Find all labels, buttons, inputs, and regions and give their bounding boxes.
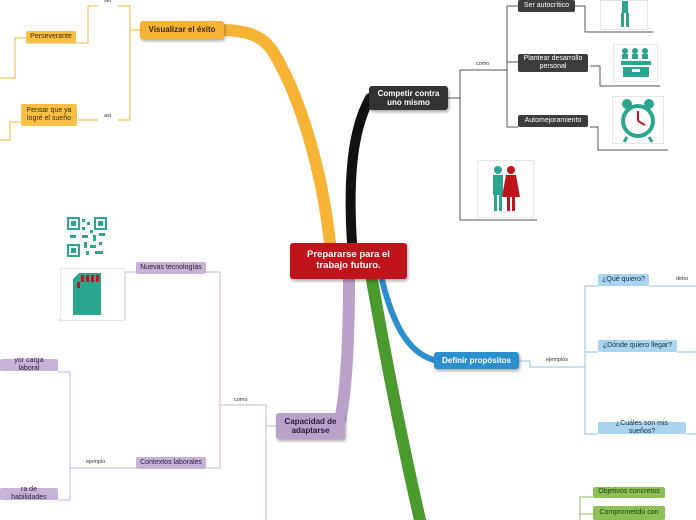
subtopic-nuevas-tecnologias-label: Nuevas tecnologías — [140, 263, 202, 271]
subtopic-que-quiero-label: ¿Qué quiero? — [602, 275, 645, 283]
green-connectors — [579, 496, 593, 520]
subtopic-plantear-desarrollo-label: Plantear desarrollo personal — [523, 54, 583, 70]
topic-visualizar-exito[interactable]: Visualizar el éxito — [140, 21, 224, 39]
link-label-asi: así — [104, 113, 112, 119]
subtopic-objetivos-concretos[interactable]: Objetivos concretos — [593, 487, 665, 498]
subtopic-mayor-carga-laboral-label: yor carga laboral — [14, 356, 44, 372]
subtopic-nuevas-tecnologias[interactable]: Nuevas tecnologías — [136, 262, 206, 274]
branch-line-purple — [334, 274, 355, 426]
sd-card-icon — [60, 268, 125, 321]
subtopic-perseverante-label: Perseverante — [30, 32, 72, 40]
link-label-como-competir: como — [476, 61, 490, 67]
subtopic-contextos-laborales-label: Contextos laborales — [140, 458, 202, 466]
topic-competir-label: Competir contra uno mismo — [377, 88, 440, 107]
branch-line-orange — [219, 24, 336, 249]
subtopic-comprometido[interactable]: Comprometido con — [593, 506, 665, 520]
subtopic-plantear-desarrollo[interactable]: Plantear desarrollo personal — [518, 54, 588, 72]
link-label-como-capacidad: como — [234, 397, 248, 403]
subtopic-contextos-laborales[interactable]: Contextos laborales — [136, 457, 206, 469]
subtopic-ser-autocritico-label: Ser autocrítico — [523, 1, 570, 9]
subtopic-pensar-sueno-label: Pensar que ya logré el sueño — [26, 106, 72, 122]
teacher-students-icon — [613, 44, 658, 82]
subtopic-cuales-suenos-label: ¿Cuáles son mis sueños? — [615, 419, 669, 435]
link-label-ser: ser — [104, 0, 112, 4]
orange-connectors — [0, 5, 140, 141]
topic-definir-propositos-label: Definir propósitos — [442, 355, 511, 365]
subtopic-automejoramiento-label: Automejoramiento — [524, 116, 582, 124]
subtopic-objetivos-concretos-label: Objetivos concretos — [598, 488, 660, 496]
qr-code-icon — [62, 215, 112, 260]
subtopic-perseverante[interactable]: Perseverante — [26, 31, 76, 43]
subtopic-donde-llegar-label: ¿Dónde quiero llegar? — [602, 341, 673, 349]
blue-connectors — [519, 285, 696, 435]
topic-competir[interactable]: Competir contra uno mismo — [369, 86, 448, 110]
topic-capacidad-adaptarse-label: Capacidad de adaptarse — [284, 416, 337, 435]
black-connectors — [448, 5, 668, 221]
man-woman-icon — [477, 160, 534, 218]
topic-definir-propositos[interactable]: Definir propósitos — [434, 352, 519, 369]
subtopic-cuales-suenos[interactable]: ¿Cuáles son mis sueños? — [598, 419, 686, 435]
subtopic-pensar-sueno[interactable]: Pensar que ya logré el sueño — [21, 104, 77, 126]
purple-connectors — [58, 271, 276, 520]
link-label-ejemplo: ejemplo — [86, 459, 106, 465]
subtopic-que-quiero[interactable]: ¿Qué quiero? — [598, 274, 649, 286]
branch-line-green — [366, 274, 426, 520]
subtopic-comprometido-label: Comprometido con — [599, 509, 659, 516]
subtopic-mejora-habilidades-label: ra de habilidades — [11, 485, 47, 501]
branch-line-blue — [379, 277, 437, 363]
subtopic-donde-llegar[interactable]: ¿Dónde quiero llegar? — [598, 340, 677, 352]
subtopic-mayor-carga-laboral[interactable]: yor carga laboral — [0, 356, 58, 372]
subtopic-mejora-habilidades[interactable]: ra de habilidades — [0, 485, 58, 501]
branch-line-black — [345, 93, 375, 248]
central-topic[interactable]: Prepararse para el trabajo futuro. — [290, 243, 407, 279]
link-label-ejemplos: ejemplos — [546, 357, 569, 363]
topic-capacidad-adaptarse[interactable]: Capacidad de adaptarse — [276, 413, 345, 439]
subtopic-automejoramiento[interactable]: Automejoramiento — [518, 115, 588, 127]
subtopic-ser-autocritico[interactable]: Ser autocrítico — [518, 0, 575, 12]
alarm-clock-icon — [612, 96, 664, 144]
topic-visualizar-exito-label: Visualizar el éxito — [148, 25, 216, 35]
link-label-debo: debo — [676, 276, 689, 282]
person-icon — [600, 0, 648, 30]
central-topic-label: Prepararse para el trabajo futuro. — [307, 249, 390, 271]
